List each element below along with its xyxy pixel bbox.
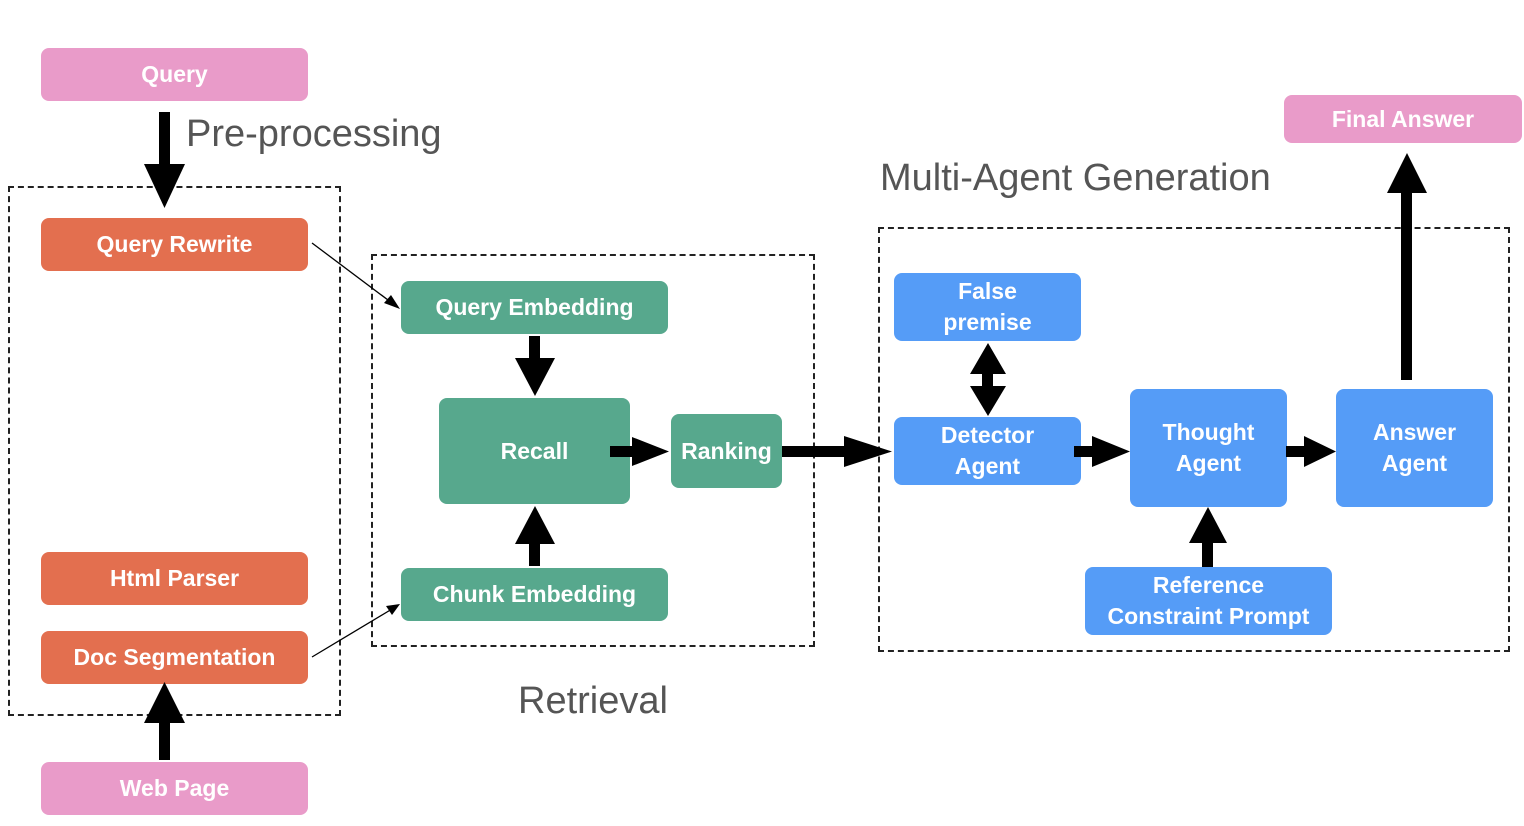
false-premise-line2: premise [943, 309, 1032, 335]
final-answer-node: Final Answer [1284, 95, 1522, 143]
multi-agent-label: Multi-Agent Generation [880, 157, 1271, 199]
doc-segmentation-node: Doc Segmentation [41, 631, 308, 684]
reference-prompt-line1: Reference [1152, 572, 1265, 598]
preprocessing-label: Pre-processing [186, 113, 442, 155]
false-premise-node: False premise [894, 273, 1081, 341]
reference-prompt-line2: Constraint Prompt [1107, 603, 1310, 629]
detector-agent-line1: Detector [940, 422, 1035, 448]
false-premise-line1: False [958, 278, 1017, 304]
recall-node: Recall [439, 398, 630, 504]
query-node: Query [41, 48, 308, 101]
answer-agent-line2: Agent [1381, 450, 1448, 476]
query-rewrite-node: Query Rewrite [41, 218, 308, 271]
retrieval-label: Retrieval [518, 680, 668, 722]
web-page-node: Web Page [41, 762, 308, 815]
thought-agent-line2: Agent [1175, 450, 1242, 476]
thought-agent-line1: Thought [1162, 419, 1255, 445]
html-parser-node: Html Parser [41, 552, 308, 605]
chunk-embedding-node: Chunk Embedding [401, 568, 668, 621]
detector-agent-line2: Agent [954, 453, 1021, 479]
ranking-node: Ranking [671, 414, 782, 488]
query-embedding-node: Query Embedding [401, 281, 668, 334]
answer-agent-line1: Answer [1372, 419, 1457, 445]
